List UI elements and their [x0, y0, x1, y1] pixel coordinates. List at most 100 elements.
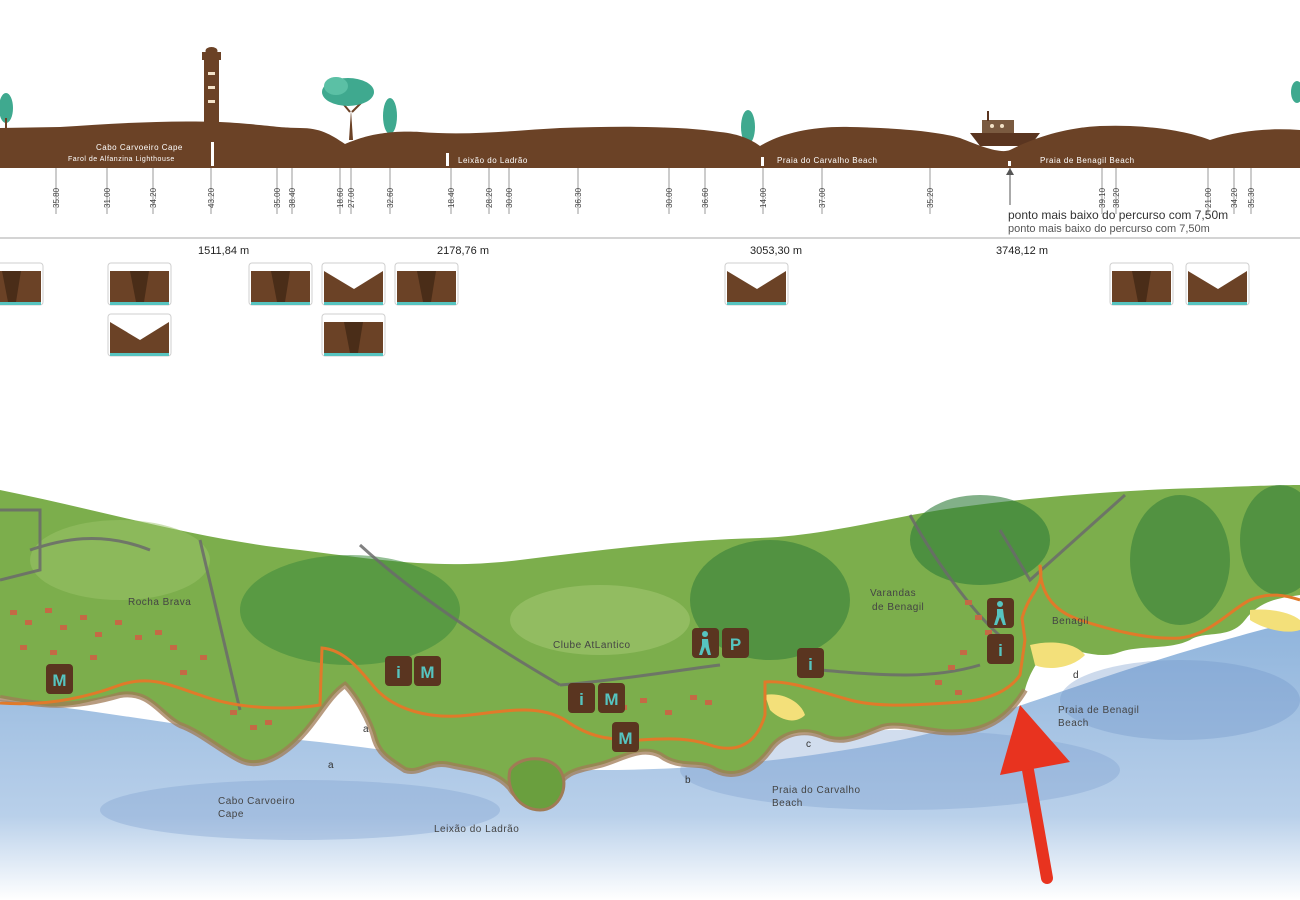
profile-point-label: Leixão do Ladrão	[458, 156, 528, 165]
section-letter: d	[1073, 670, 1079, 681]
elevation-profile: Cabo Carvoeiro Cape Farol de Alfanzina L…	[0, 47, 1300, 357]
house	[665, 710, 672, 715]
section-type-tile-valley	[321, 262, 386, 306]
house	[170, 645, 177, 650]
lighthouse-icon	[202, 47, 221, 122]
place-label: Cape	[218, 809, 244, 820]
tree-icon	[1291, 81, 1300, 103]
red-arrow-icon	[1000, 705, 1070, 884]
beach-east	[1250, 609, 1300, 632]
cypress-tree-icon	[0, 93, 13, 128]
house	[45, 608, 52, 613]
distance-labels: 1511,84 m 2178,76 m 3053,30 m 3748,12 m	[198, 245, 1048, 257]
elevation-tick-label: 18.60	[336, 187, 345, 208]
houses	[10, 600, 992, 730]
house	[965, 600, 972, 605]
elevation-tick-label: 38.20	[1112, 187, 1121, 208]
leixao-do-ladrao-island	[507, 757, 566, 812]
house	[95, 632, 102, 637]
beach-benagil	[1030, 642, 1085, 668]
svg-text:i: i	[579, 690, 584, 709]
section-letter: b	[685, 775, 691, 786]
section-type-tile-cliff	[394, 262, 459, 306]
place-label: Beach	[1058, 718, 1089, 729]
house	[250, 725, 257, 730]
distance-label: 3748,12 m	[996, 245, 1048, 257]
house	[135, 635, 142, 640]
lowest-point-note: ponto mais baixo do percurso com 7,50m	[1008, 208, 1228, 222]
roads	[0, 493, 1127, 711]
elevation-tick-label: 21.00	[1204, 187, 1213, 208]
elevation-tick-label: 32.60	[386, 187, 395, 208]
house	[10, 610, 17, 615]
elevation-tick-label: 34.20	[149, 187, 158, 208]
svg-text:i: i	[998, 641, 1003, 660]
pine-tree-icon	[322, 77, 374, 140]
profile-landmarks	[0, 47, 1300, 146]
house	[640, 698, 647, 703]
elevation-tick-label: 36.30	[574, 187, 583, 208]
house	[230, 710, 237, 715]
house	[180, 670, 187, 675]
house	[955, 690, 962, 695]
section-type-tiles	[0, 262, 1250, 357]
section-type-tile-cliff	[0, 262, 44, 306]
terrain-profile	[0, 121, 1300, 168]
place-label: Benagil	[1052, 616, 1089, 627]
place-label: Cabo Carvoeiro	[218, 796, 295, 807]
boat-icon	[970, 111, 1040, 146]
profile-point-label: Farol de Alfanzina Lighthouse	[68, 156, 175, 163]
place-label: Clube AtLantico	[553, 640, 631, 651]
elevation-tick-label: 27.00	[347, 187, 356, 208]
section-type-tile-valley	[107, 313, 172, 357]
svg-text:P: P	[730, 635, 741, 654]
place-label: de Benagil	[872, 602, 924, 613]
elevation-tick-label: 35.20	[926, 187, 935, 208]
house	[50, 650, 57, 655]
svg-text:M: M	[618, 729, 632, 748]
elevation-tick-label: 38.40	[288, 187, 297, 208]
lowest-point-marker	[1006, 168, 1014, 205]
elevation-tick-label: 28.20	[485, 187, 494, 208]
viewpoint-icon[interactable]: M	[598, 683, 625, 713]
profile-point-label: Praia de Benagil Beach	[1040, 156, 1135, 165]
elevation-tick-label: 30.00	[505, 187, 514, 208]
section-letter: a	[328, 760, 334, 771]
viewpoint-icon[interactable]: M	[46, 664, 73, 694]
place-label: Varandas	[870, 588, 916, 599]
place-label: Leixão do Ladrão	[434, 824, 519, 835]
beach-carvalho	[765, 694, 805, 721]
svg-text:i: i	[396, 663, 401, 682]
house	[960, 650, 967, 655]
info-icon[interactable]: i	[568, 683, 595, 713]
info-icon[interactable]: i	[385, 656, 412, 686]
elevation-tick-label: 35.30	[1247, 187, 1256, 208]
viewpoint-icon[interactable]: M	[414, 656, 441, 686]
section-type-tile-cliff	[321, 313, 386, 357]
hiker-icon[interactable]	[692, 628, 719, 658]
svg-text:M: M	[420, 663, 434, 682]
info-icon[interactable]: i	[797, 648, 824, 678]
elevation-tick-label: 36.60	[701, 187, 710, 208]
info-icon[interactable]: i	[987, 634, 1014, 664]
viewpoint-icon[interactable]: M	[612, 722, 639, 752]
lowest-point-note-shadow: ponto mais baixo do percurso com 7,50m	[1008, 223, 1210, 235]
house	[20, 645, 27, 650]
profile-point-label: Cabo Carvoeiro Cape	[96, 143, 183, 152]
cypress-tree-icon	[383, 98, 397, 134]
place-label: Praia de Benagil	[1058, 705, 1139, 716]
svg-text:i: i	[808, 655, 813, 674]
parking-icon[interactable]: P	[722, 628, 749, 658]
elevation-tick-label: 14.00	[759, 187, 768, 208]
house	[80, 615, 87, 620]
trail-route	[0, 564, 1300, 750]
elevation-tick-label: 43.20	[207, 187, 216, 208]
place-label: Praia do Carvalho	[772, 785, 861, 796]
svg-text:M: M	[52, 671, 66, 690]
section-type-tile-cliff	[107, 262, 172, 306]
elevation-tick-label: 31.00	[103, 187, 112, 208]
hiker-icon[interactable]	[987, 598, 1014, 628]
elevation-tick-label: 18.40	[447, 187, 456, 208]
